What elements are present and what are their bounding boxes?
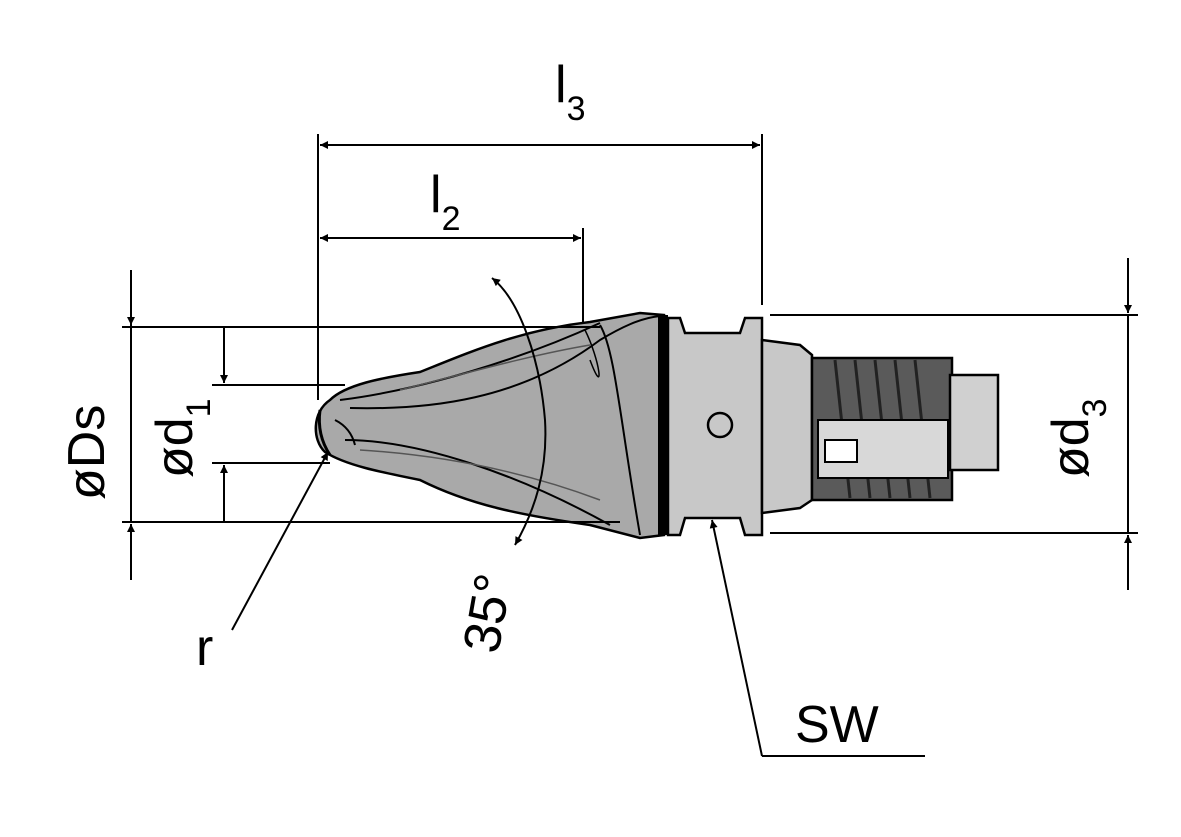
label-ds: øDs [58, 405, 116, 500]
sw-leader [709, 519, 925, 757]
label-l2: l2 [430, 166, 460, 238]
dimension-l3 [317, 134, 763, 400]
dimension-ds [122, 270, 620, 580]
label-l3: l3 [555, 56, 585, 128]
label-sw: SW [795, 696, 879, 754]
helix-angle-arc [491, 277, 547, 546]
collar-hole [706, 411, 734, 439]
label-d3: ød3 [1042, 398, 1114, 478]
label-angle: 35° [453, 570, 524, 658]
dimension-d1 [212, 328, 345, 521]
threaded-shank [760, 338, 1000, 515]
wrench-flat-collar [658, 315, 764, 537]
cutting-head [314, 311, 666, 540]
dimension-l2 [320, 228, 584, 322]
label-r: r [196, 619, 213, 677]
label-d1: ød1 [146, 398, 218, 478]
radius-leader [231, 451, 329, 631]
dimension-d3 [770, 258, 1138, 590]
